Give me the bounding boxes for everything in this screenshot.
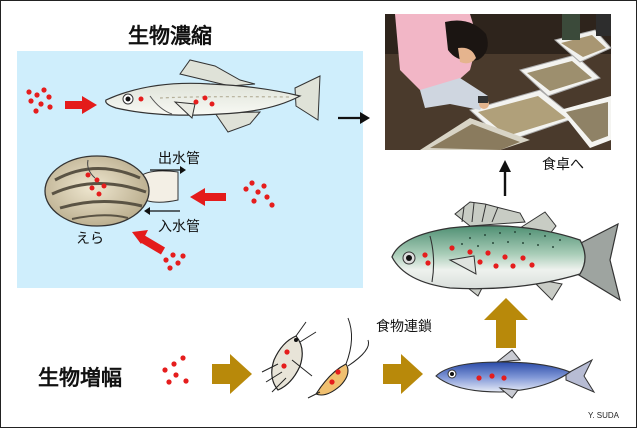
plankton-icon	[261, 317, 370, 399]
credit-label: Y. SUDA	[588, 411, 619, 420]
particles-clam-right	[243, 180, 275, 208]
gills-label: えら	[76, 231, 104, 247]
particles-magnify	[162, 355, 189, 385]
particles-gills	[163, 252, 186, 271]
outlet-siphon-arrow	[150, 166, 186, 174]
clam-icon	[44, 155, 179, 227]
outlet-siphon-label: 出水管	[158, 151, 200, 167]
seabass-icon	[391, 201, 621, 302]
market-photo	[385, 14, 612, 150]
gold-arrow-up	[484, 298, 528, 348]
gold-arrow-2	[383, 354, 423, 394]
small-fish-icon	[435, 349, 596, 399]
gold-arrow-1	[212, 354, 252, 394]
biomagnification-title: 生物増幅	[38, 366, 122, 390]
bioconcentration-title: 生物濃縮	[128, 24, 212, 48]
particles-fish	[26, 87, 53, 114]
arrow-to-photo	[338, 112, 370, 124]
fish-icon	[105, 59, 321, 133]
arrow-to-table	[499, 160, 511, 196]
to-table-label: 食卓へ	[542, 157, 584, 173]
food-chain-label: 食物連鎖	[376, 319, 432, 335]
inlet-siphon-label: 入水管	[158, 219, 200, 235]
inlet-siphon-arrow	[144, 207, 180, 215]
red-arrow-to-clam	[190, 188, 226, 206]
red-arrow-to-gills	[132, 230, 166, 255]
red-arrow-to-fish	[65, 96, 97, 114]
